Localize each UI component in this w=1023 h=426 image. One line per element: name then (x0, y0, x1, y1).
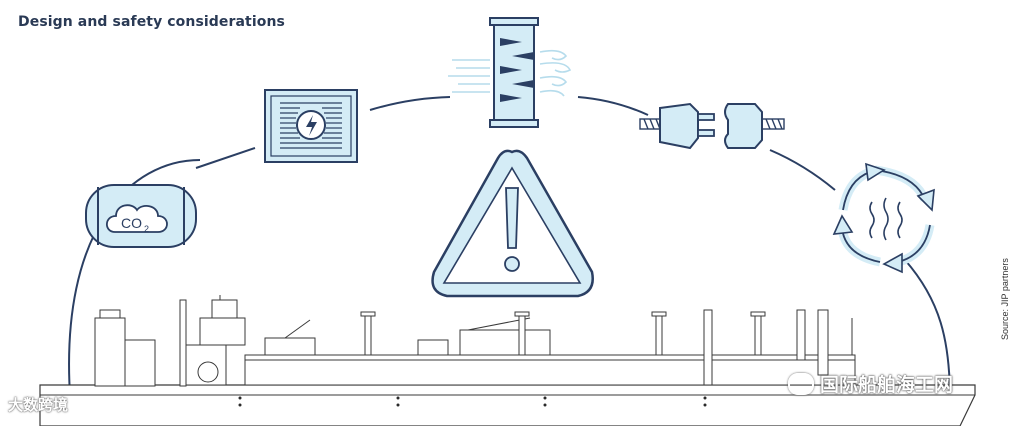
connector-arc-6 (904, 259, 951, 401)
watermark-left: 大数跨境 (8, 394, 68, 415)
plug-connector-icon (639, 102, 785, 150)
connector-arc-2 (195, 147, 256, 169)
watermark-right-text: 国际船舶海工网 (820, 375, 954, 396)
watermark-right: 国际船舶海工网 (788, 370, 953, 397)
ship-hull (39, 295, 976, 426)
ship-deck-markers (238, 396, 707, 407)
connector-arc-3 (369, 96, 451, 111)
co2-tank-icon: CO 2 (85, 184, 197, 248)
connector-arc-4 (577, 96, 649, 116)
heat-cycle-icon (832, 162, 935, 274)
battery-pack-icon (264, 89, 358, 163)
diagram-title: Design and safety considerations (18, 14, 285, 30)
co2-label: CO (121, 215, 142, 231)
radiator-column-icon (448, 17, 572, 128)
co2-subscript: 2 (144, 224, 149, 234)
source-note: Source: JIP partners (1000, 258, 1010, 340)
watermark-left-text: 大数跨境 (8, 397, 69, 414)
connector-arc-5 (769, 149, 836, 191)
warning-triangle-icon (431, 149, 594, 298)
chat-bubble-icon (788, 372, 814, 395)
